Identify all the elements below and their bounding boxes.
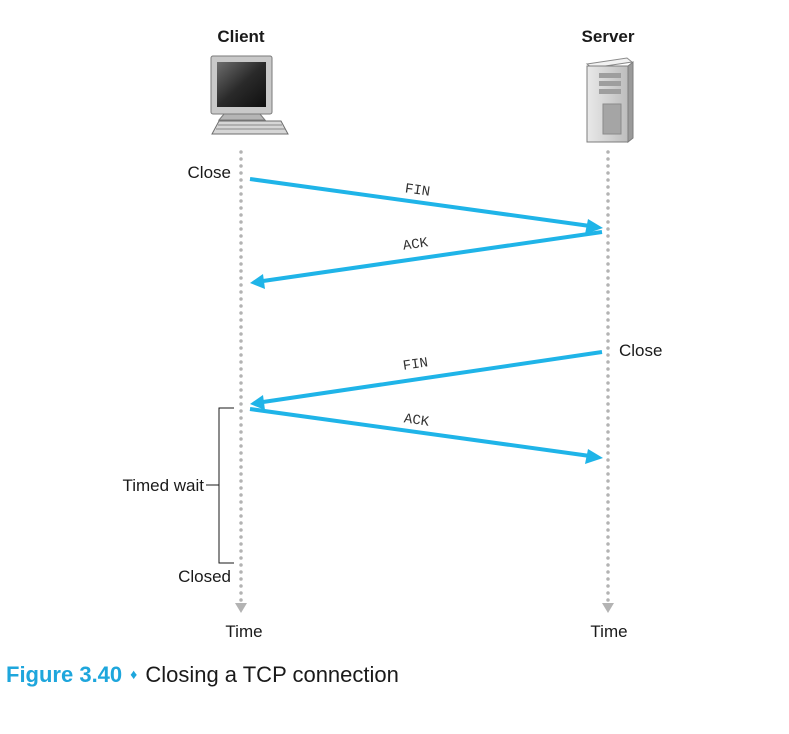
timed-wait-bracket (218, 407, 234, 564)
diamond-separator-icon: ♦ (130, 666, 138, 682)
timed-wait-label: Timed wait (122, 476, 204, 495)
figure-caption: Figure 3.40 ♦ Closing a TCP connection (6, 662, 399, 688)
ack-arrow-client-to-server (249, 407, 603, 464)
server-time-label: Time (590, 622, 627, 641)
fin-label-1: FIN (404, 181, 431, 200)
client-time-label: Time (225, 622, 262, 641)
ack-arrow-server-to-client (250, 230, 603, 289)
closed-label: Closed (178, 567, 231, 586)
fin-label-2: FIN (402, 355, 429, 374)
client-computer-icon (210, 55, 289, 135)
fin-arrow-client-to-server (249, 177, 603, 234)
client-time-arrowhead (235, 603, 247, 613)
tcp-close-diagram: Client Server FIN ACK FIN (122, 27, 662, 641)
figure-title: Closing a TCP connection (145, 662, 399, 687)
figure-number: Figure 3.40 (6, 662, 123, 687)
fin-arrow-server-to-client (250, 350, 603, 410)
server-close-label: Close (619, 341, 662, 360)
server-tower-icon (585, 57, 634, 144)
client-header: Client (217, 27, 265, 46)
server-header: Server (582, 27, 635, 46)
client-close-label: Close (188, 163, 231, 182)
server-time-arrowhead (602, 603, 614, 613)
ack-label-1: ACK (402, 235, 430, 255)
ack-label-2: ACK (403, 411, 431, 430)
